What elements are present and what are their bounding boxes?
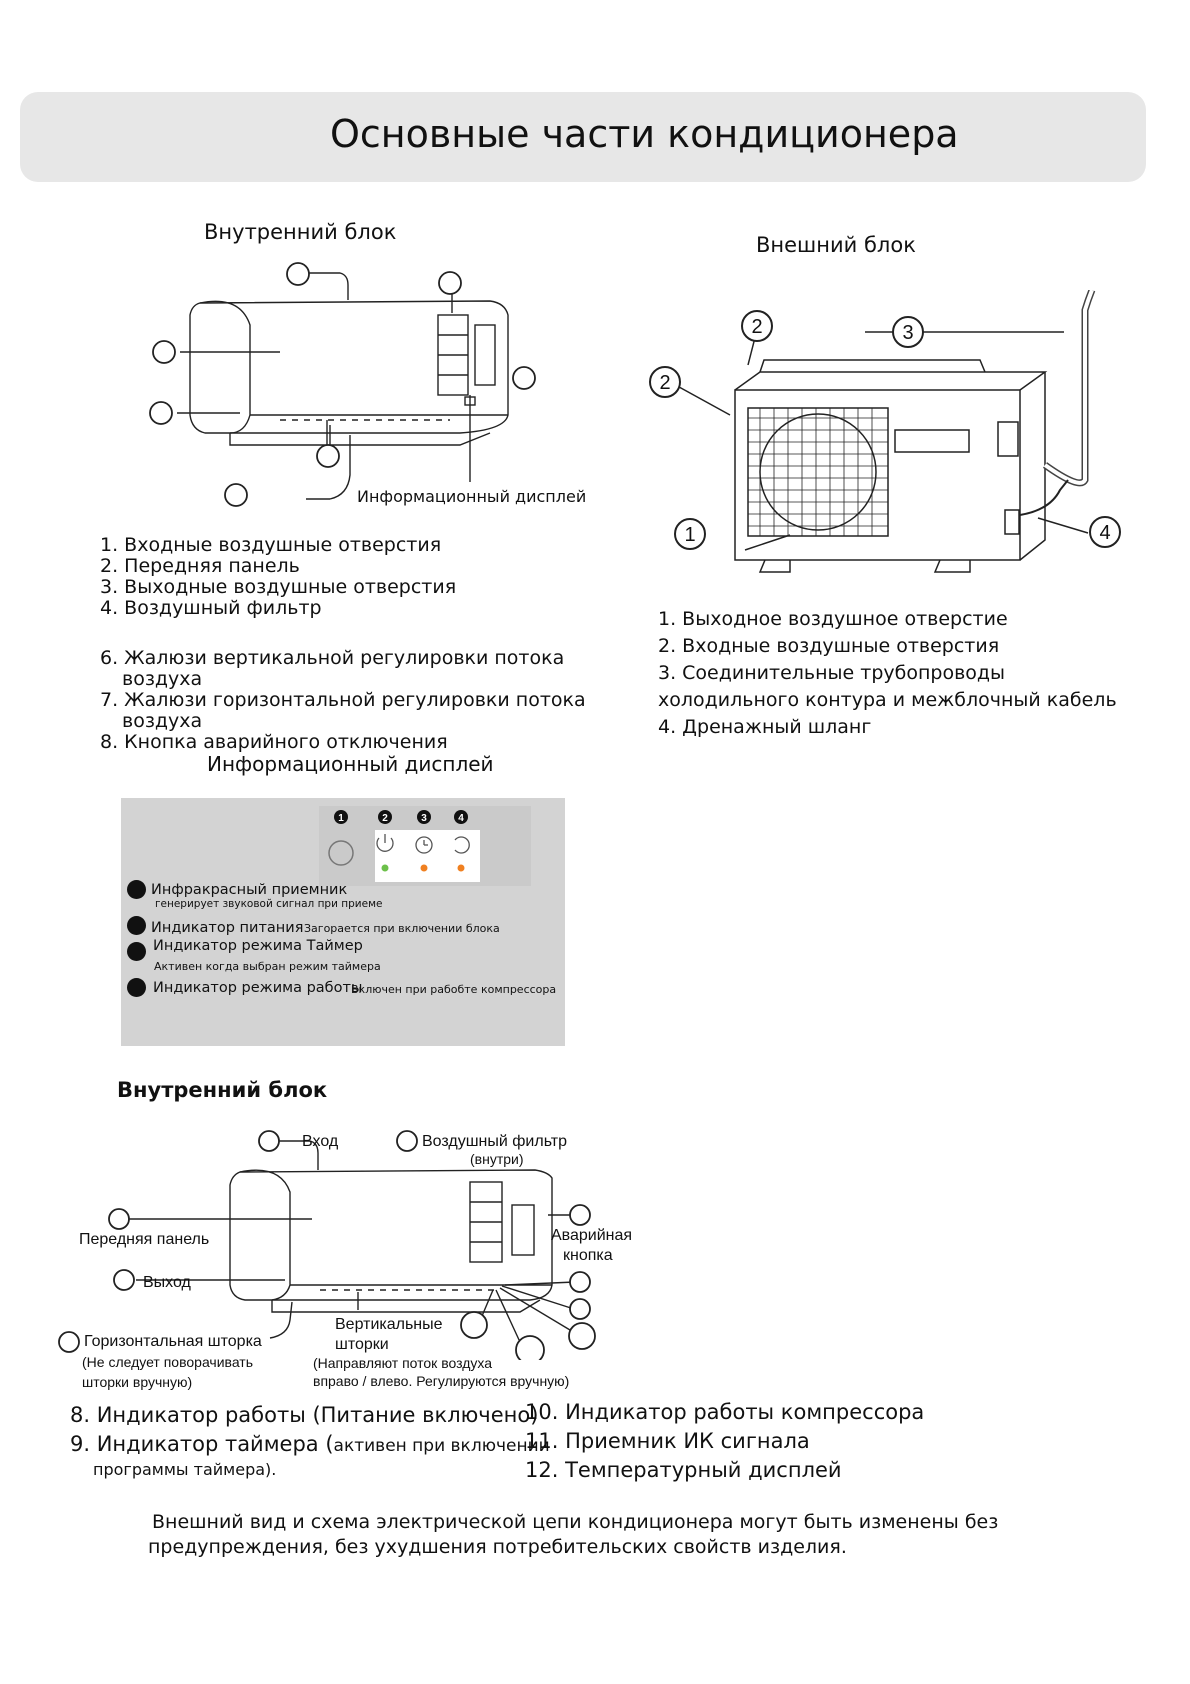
indicator-number-4: 4 bbox=[458, 813, 464, 824]
list-item: 8. Кнопка аварийного отключения bbox=[100, 731, 448, 753]
run-mode-note: Включен при рабобте компрессора bbox=[351, 983, 557, 996]
indoor-parts-list-a: 1. Входные воздушные отверстия 2. Передн… bbox=[100, 535, 456, 619]
list-item: 4. Дренажный шланг bbox=[658, 716, 872, 738]
emergency-label-1: Аварийная bbox=[551, 1227, 633, 1244]
indoor-bottom-diagram bbox=[58, 1130, 596, 1360]
list-item: 3. Соединительные трубопроводы bbox=[658, 662, 1006, 684]
title-banner bbox=[20, 92, 1146, 182]
indicator-number-2: 2 bbox=[382, 813, 388, 824]
vertical-louvers-note-1: (Направляют поток воздуха bbox=[313, 1355, 493, 1371]
front-panel-label: Передняя панель bbox=[79, 1231, 210, 1248]
list-item: 4. Воздушный фильтр bbox=[100, 597, 322, 619]
list-item: воздуха bbox=[122, 710, 203, 732]
list-item: холодильного контура и межблочный кабель bbox=[658, 689, 1117, 711]
display-callout-label: Информационный дисплей bbox=[357, 487, 587, 506]
power-indicator-label: Индикатор питания bbox=[151, 920, 304, 936]
list-item: 1. Выходное воздушное отверстие bbox=[658, 608, 1008, 630]
list-item: 3. Выходные воздушные отверстия bbox=[100, 576, 457, 598]
list-item: 7. Жалюзи горизонтальной регулировки пот… bbox=[100, 689, 586, 711]
bullet-2 bbox=[127, 916, 146, 935]
outdoor-callout-2a: 2 bbox=[659, 372, 670, 394]
bullet-4 bbox=[127, 978, 146, 997]
inlet-label: Вход bbox=[302, 1133, 339, 1150]
power-icon bbox=[376, 837, 394, 852]
footer-note-line-2: предупреждения, без ухудшения потребител… bbox=[148, 1536, 847, 1558]
list-item: воздуха bbox=[122, 668, 203, 690]
air-filter-label: Воздушный фильтр bbox=[422, 1133, 568, 1150]
outdoor-unit-diagram: 1 2 2 3 4 bbox=[649, 290, 1121, 573]
vertical-louvers-note-2: вправо / влево. Регулируются вручную) bbox=[313, 1373, 570, 1389]
air-filter-note: (внутри) bbox=[470, 1151, 524, 1167]
timer-item-note: активен при включении bbox=[333, 1436, 550, 1456]
ir-receiver-icon bbox=[328, 840, 354, 866]
timer-mode-label: Индикатор режима Таймер bbox=[153, 938, 363, 954]
bullet-1 bbox=[127, 880, 146, 899]
list-item: 9. Индикатор таймера (активен при включе… bbox=[70, 1432, 550, 1456]
timer-item-main: 9. Индикатор таймера ( bbox=[70, 1432, 334, 1456]
display-panel: 1 2 3 4 Инфракрасный приемник генерирует… bbox=[121, 798, 565, 1046]
indoor-unit-diagram bbox=[149, 262, 536, 507]
footer-note-line-1: Внешний вид и схема электрической цепи к… bbox=[152, 1511, 999, 1533]
outdoor-callout-3: 3 bbox=[902, 322, 913, 344]
list-item: 2. Передняя панель bbox=[100, 555, 300, 577]
power-indicator-note: Загорается при включении блока bbox=[304, 922, 500, 935]
outlet-label: Выход bbox=[143, 1274, 191, 1291]
display-indicators: 1 2 3 4 bbox=[319, 806, 531, 886]
list-item: 12. Температурный дисплей bbox=[525, 1458, 842, 1482]
timer-icon bbox=[415, 836, 433, 854]
list-item: 8. Индикатор работы (Питание включено) bbox=[70, 1403, 539, 1427]
indoor-bottom-list-right: 10. Индикатор работы компрессора 11. При… bbox=[525, 1398, 924, 1485]
indoor-parts-list-b: 6. Жалюзи вертикальной регулировки поток… bbox=[100, 648, 586, 753]
outdoor-callout-4: 4 bbox=[1099, 522, 1110, 544]
outdoor-callout-2b: 2 bbox=[751, 316, 762, 338]
horizontal-louver-note-2: шторки вручную) bbox=[82, 1374, 193, 1390]
outdoor-parts-list: 1. Выходное воздушное отверстие 2. Входн… bbox=[658, 606, 1117, 741]
horizontal-louver-label: Горизонтальная шторка bbox=[84, 1333, 262, 1350]
indoor-bottom-heading: Внутренний блок bbox=[117, 1078, 328, 1102]
page-title: Основные части кондиционера bbox=[330, 112, 959, 156]
indicator-number-3: 3 bbox=[421, 813, 427, 824]
list-item: программы таймера). bbox=[93, 1460, 277, 1479]
run-mode-icon bbox=[454, 836, 470, 854]
vertical-louvers-label-2: шторки bbox=[335, 1336, 389, 1353]
list-item: 1. Входные воздушные отверстия bbox=[100, 534, 442, 556]
horizontal-louver-note-1: (Не следует поворачивать bbox=[82, 1354, 254, 1370]
list-item: 2. Входные воздушные отверстия bbox=[658, 635, 1000, 657]
list-item: 11. Приемник ИК сигнала bbox=[525, 1429, 810, 1453]
ir-receiver-label: Инфракрасный приемник bbox=[151, 882, 348, 898]
timer-mode-note: Активен когда выбран режим таймера bbox=[154, 960, 381, 973]
ir-receiver-note: генерирует звуковой сигнал при приеме bbox=[155, 898, 383, 910]
bullet-3 bbox=[127, 942, 146, 961]
emergency-label-2: кнопка bbox=[563, 1247, 613, 1264]
indicator-number-1: 1 bbox=[338, 813, 344, 824]
run-mode-label: Индикатор режима работы bbox=[153, 980, 363, 996]
vertical-louvers-label-1: Вертикальные bbox=[335, 1316, 443, 1333]
outdoor-heading: Внешний блок bbox=[756, 233, 916, 257]
list-item: 10. Индикатор работы компрессора bbox=[525, 1400, 925, 1424]
list-item: 6. Жалюзи вертикальной регулировки поток… bbox=[100, 647, 565, 669]
display-heading: Информационный дисплей bbox=[207, 752, 494, 776]
outdoor-callout-1: 1 bbox=[684, 524, 695, 546]
indoor-heading: Внутренний блок bbox=[204, 220, 397, 244]
